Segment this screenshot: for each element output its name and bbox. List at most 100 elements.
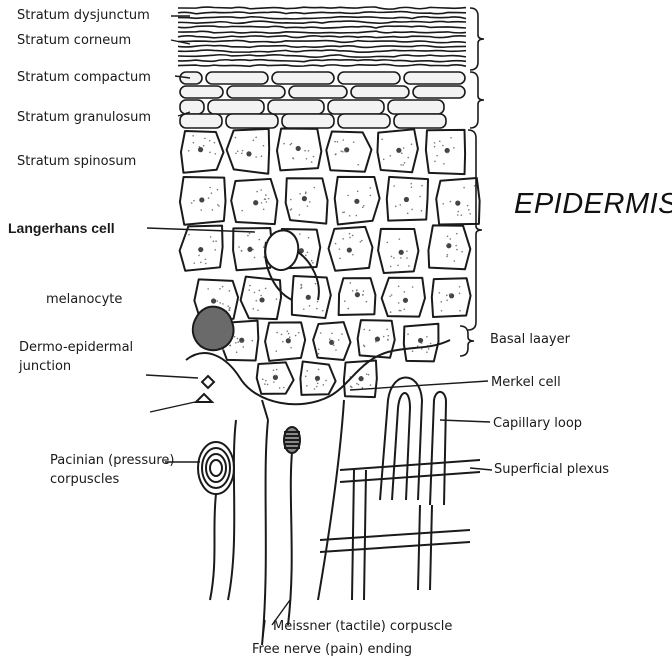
stipple-dot [276, 332, 278, 334]
stipple-dot [363, 290, 365, 292]
stipple-dot [242, 346, 244, 348]
stipple-dot [306, 158, 308, 160]
stipple-dot [211, 192, 213, 194]
stipple-dot [408, 265, 410, 267]
stipple-dot [366, 373, 368, 375]
stipple-dot [212, 209, 214, 211]
stipple-dot [363, 205, 365, 207]
stipple-dot [453, 147, 455, 149]
triangle-marker [196, 394, 212, 402]
stipple-dot [265, 198, 267, 200]
stipple-dot [241, 342, 243, 344]
stipple-dot [401, 152, 403, 154]
stipple-dot [276, 369, 278, 371]
stipple-dot [339, 257, 341, 259]
stipple-dot [258, 290, 260, 292]
plexus-vessel-lower [320, 530, 470, 552]
cell-nucleus [396, 148, 401, 153]
layer-brace [460, 326, 474, 356]
leader-junction-2 [150, 402, 195, 412]
stipple-dot [411, 186, 413, 188]
stipple-dot [411, 143, 413, 145]
stipple-dot [219, 302, 221, 304]
merkel-nerve-fiber [318, 400, 344, 600]
label-stratum-corneum: Stratum corneum [17, 33, 131, 49]
stipple-dot [342, 212, 344, 214]
stipple-dot [342, 238, 344, 240]
spinous-cell [286, 178, 328, 223]
stipple-dot [356, 290, 358, 292]
stipple-dot [313, 156, 315, 158]
stipple-dot [358, 384, 360, 386]
flattened-cell [394, 114, 446, 128]
stipple-dot [352, 235, 354, 237]
stipple-dot [265, 288, 267, 290]
stipple-dot [235, 137, 237, 139]
stipple-dot [390, 311, 392, 313]
stipple-dot [217, 204, 219, 206]
stipple-dot [447, 152, 449, 154]
stipple-dot [215, 153, 217, 155]
stipple-dot [434, 142, 436, 144]
cell-nucleus [418, 338, 423, 343]
corneum-strand [178, 12, 466, 14]
stipple-dot [311, 161, 313, 163]
leader-capillary [440, 420, 490, 422]
stipple-dot [404, 162, 406, 164]
cell-nucleus [347, 247, 352, 252]
stipple-dot [213, 241, 215, 243]
stipple-dot [370, 195, 372, 197]
stipple-dot [441, 310, 443, 312]
stipple-dot [308, 150, 310, 152]
stipple-dot [325, 380, 327, 382]
label-pacinian: Pacinian (pressure) [50, 453, 174, 469]
cell-nucleus [306, 295, 311, 300]
stipple-dot [350, 282, 352, 284]
corneum-strand [178, 55, 466, 57]
stipple-dot [356, 383, 358, 385]
stipple-dot [403, 147, 405, 149]
stipple-dot [399, 310, 401, 312]
stipple-dot [307, 205, 309, 207]
stipple-dot [203, 145, 205, 147]
label-stratum-granulosum: Stratum granulosum [17, 110, 151, 126]
stipple-dot [281, 334, 283, 336]
cell-nucleus [211, 298, 216, 303]
label-junction: junction [19, 359, 71, 375]
stipple-dot [257, 309, 259, 311]
spinous-cell [265, 322, 305, 361]
stipple-dot [412, 286, 414, 288]
stipple-dot [192, 135, 194, 137]
stipple-dot [474, 185, 476, 187]
stipple-dot [314, 388, 316, 390]
stipple-dot [363, 329, 365, 331]
stipple-dot [307, 252, 309, 254]
stipple-dot [457, 214, 459, 216]
stipple-dot [337, 141, 339, 143]
stipple-dot [283, 143, 285, 145]
stipple-dot [399, 204, 401, 206]
stipple-dot [255, 137, 257, 139]
stipple-dot [193, 262, 195, 264]
label-superficial-plexus: Superficial plexus [494, 462, 609, 478]
stipple-dot [273, 381, 275, 383]
corneum-strand [178, 21, 466, 23]
stipple-dot [352, 254, 354, 256]
spinous-cell [382, 278, 425, 317]
cell-nucleus [302, 196, 307, 201]
stipple-dot [309, 305, 311, 307]
stipple-dot [275, 375, 277, 377]
stipple-dot [402, 164, 404, 166]
stipple-dot [247, 235, 249, 237]
stipple-dot [349, 237, 351, 239]
label-merkel-cell: Merkel cell [491, 375, 561, 391]
stipple-dot [426, 351, 428, 353]
stipple-dot [329, 338, 331, 340]
flattened-cell [268, 100, 324, 114]
stipple-dot [400, 257, 402, 259]
stipple-dot [391, 256, 393, 258]
stipple-dot [434, 161, 436, 163]
stipple-dot [267, 384, 269, 386]
flattened-cell [180, 86, 223, 98]
